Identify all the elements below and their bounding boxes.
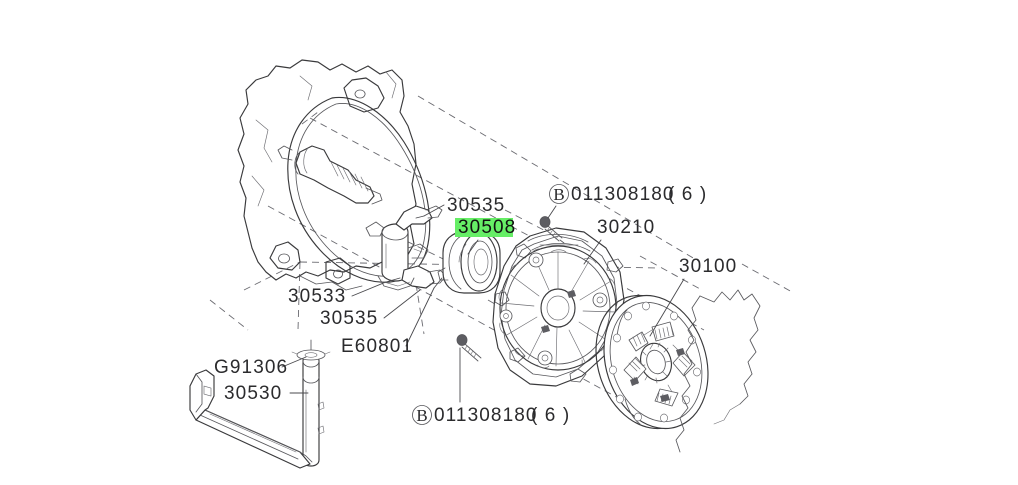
input-shaft [277, 145, 383, 205]
label-30210: 30210 [597, 217, 655, 238]
bolt-callout-bottom: B 011308180 ( 6 ) [412, 405, 570, 426]
circled-b-letter-top: B [553, 185, 564, 204]
highlight-30508 [455, 218, 513, 237]
release-rod-tube [302, 339, 325, 467]
clutch-release-lever-bracket [189, 339, 331, 469]
retaining-clip [291, 349, 331, 361]
label-30535-upper: 30535 [447, 195, 505, 216]
label-30535-lower: 30535 [320, 308, 378, 329]
label-g91306: G91306 [214, 357, 288, 378]
bolt-bottom [456, 334, 482, 362]
circled-b-icon-top [549, 184, 569, 204]
bolt-part-number-bottom: 011308180 [434, 405, 538, 426]
flywheel-housing-edge [675, 289, 761, 453]
bolt-part-number-top: 011308180 [571, 184, 675, 205]
label-30533: 30533 [288, 286, 346, 307]
bolt-callout-top: B 011308180 ( 6 ) [549, 184, 707, 205]
label-30100: 30100 [679, 256, 737, 277]
leader-lines [281, 204, 685, 403]
label-30508: 30508 [458, 217, 516, 238]
label-e60801: E60801 [341, 336, 413, 357]
release-fork-assembly [365, 205, 447, 291]
bolt-quantity-bottom: ( 6 ) [531, 405, 570, 426]
bolt-top [539, 216, 565, 244]
release-bearing [437, 219, 501, 294]
circled-b-letter-bottom: B [416, 406, 427, 425]
label-30530: 30530 [224, 383, 282, 404]
circled-b-icon-bottom [412, 405, 432, 425]
pressure-plate [492, 227, 625, 387]
clutch-disc [595, 294, 709, 430]
bolt-quantity-top: ( 6 ) [668, 184, 707, 205]
